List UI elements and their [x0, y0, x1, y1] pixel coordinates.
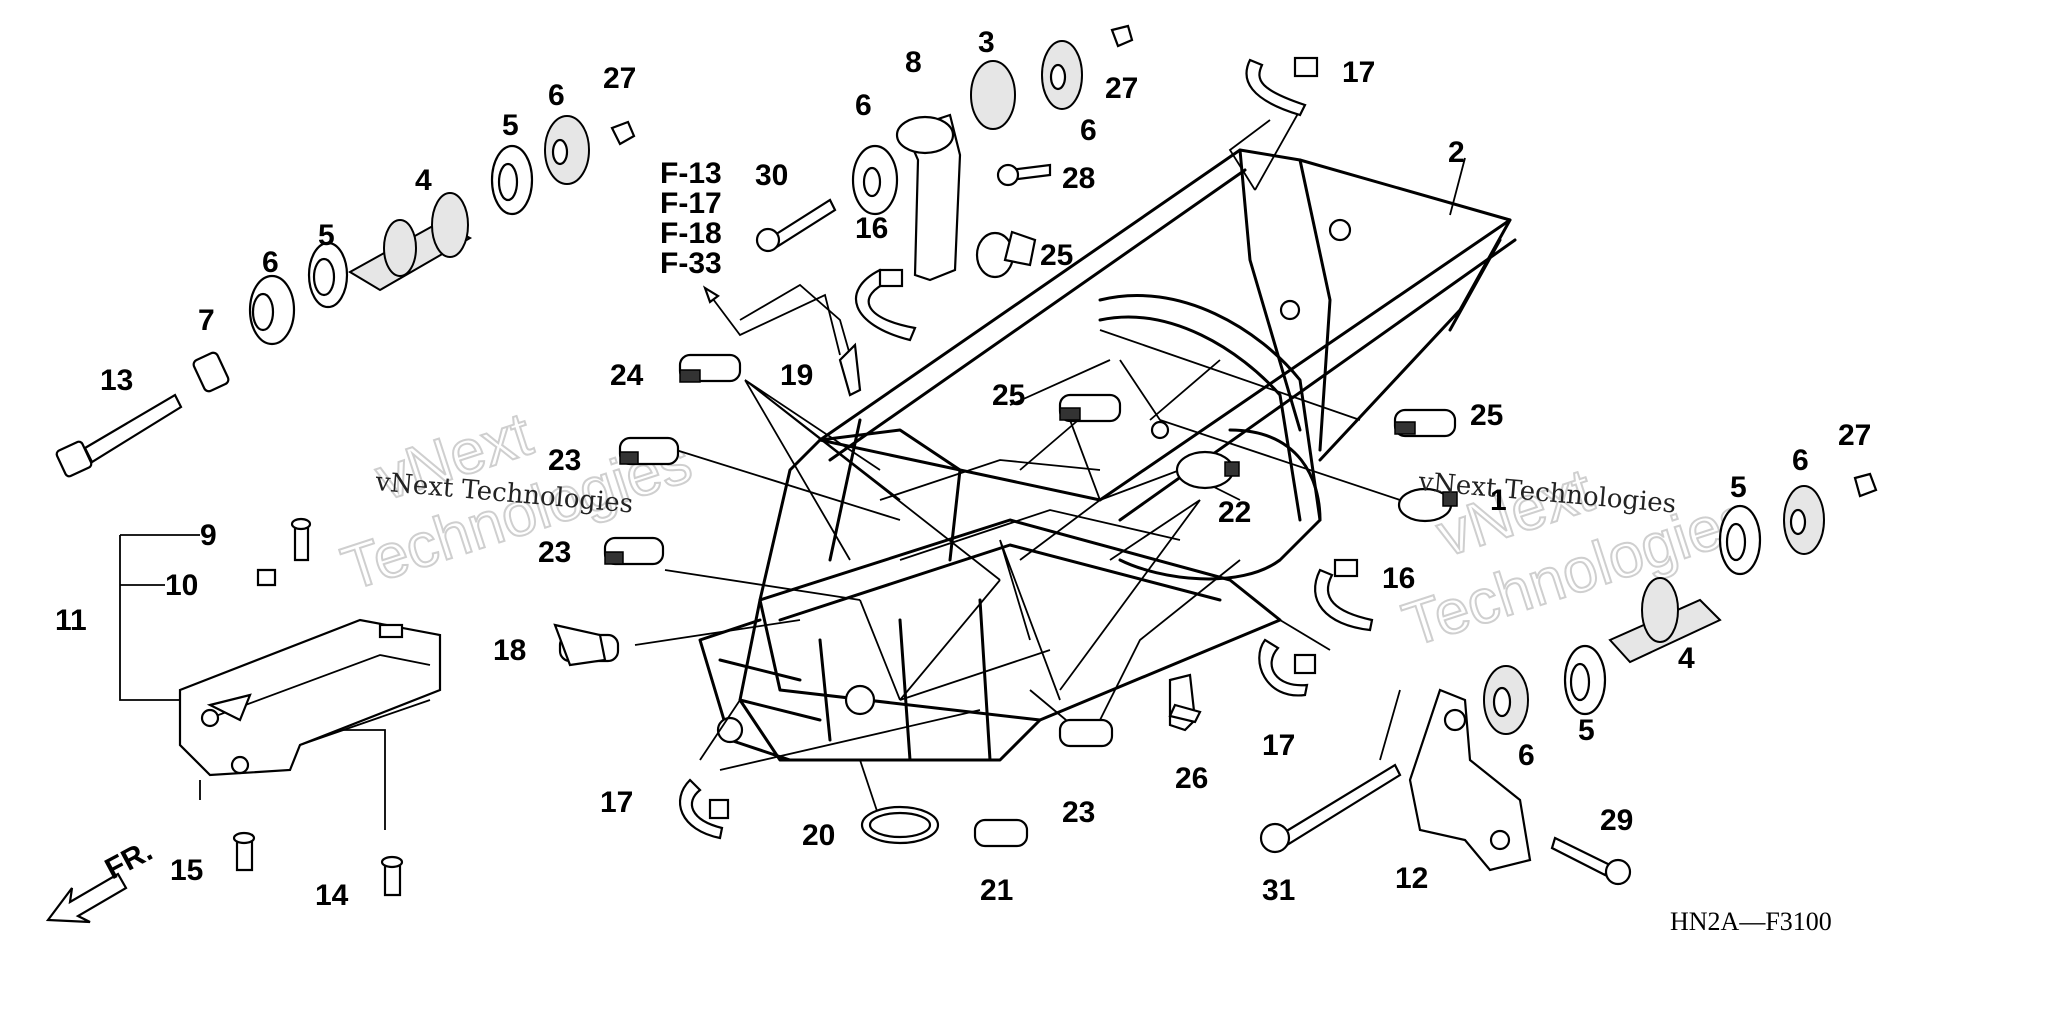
diagram-code: HN2A—F3100: [1670, 907, 1832, 936]
callout-23c: 23: [1062, 796, 1095, 829]
callout-2: 2: [1448, 136, 1465, 169]
callout-17a: 17: [1342, 56, 1375, 89]
callout-16b: 16: [1382, 562, 1415, 595]
callout-5b: 5: [502, 109, 519, 142]
callout-26: 26: [1175, 762, 1208, 795]
callout-10: 10: [165, 569, 198, 602]
callout-5a: 5: [318, 219, 335, 252]
callout-4b: 4: [1678, 642, 1695, 675]
ref-label-2: F-18: [660, 217, 722, 250]
callout-1: 1: [1490, 484, 1507, 517]
callout-25c: 25: [1470, 399, 1503, 432]
callout-5c: 5: [1578, 714, 1595, 747]
skid-plate: [178, 517, 442, 897]
callout-18: 18: [493, 634, 526, 667]
callout-19: 19: [780, 359, 813, 392]
callout-5d: 5: [1730, 471, 1747, 504]
callout-17b: 17: [1262, 729, 1295, 762]
callout-6c: 6: [855, 89, 872, 122]
reference-labels: F-13 F-17 F-18 F-33: [660, 157, 841, 356]
callout-20: 20: [802, 819, 835, 852]
callout-27b: 27: [1105, 72, 1138, 105]
callout-15: 15: [170, 854, 203, 887]
ref-label-3: F-33: [660, 247, 722, 280]
callout-4a: 4: [415, 164, 432, 197]
callout-12: 12: [1395, 862, 1428, 895]
right-axle-assembly: [1259, 472, 1878, 886]
callout-3: 3: [978, 26, 995, 59]
callout-23a: 23: [548, 444, 581, 477]
callout-13: 13: [100, 364, 133, 397]
callout-27c: 27: [1838, 419, 1871, 452]
callout-11: 11: [55, 604, 87, 637]
clamps: [553, 56, 1458, 848]
frame-assembly: [698, 148, 1517, 762]
callout-28: 28: [1062, 162, 1095, 195]
callout-6f: 6: [1792, 444, 1809, 477]
callout-16a: 16: [855, 212, 888, 245]
callout-31: 31: [1262, 874, 1295, 907]
callout-24: 24: [610, 359, 644, 392]
callout-6d: 6: [1080, 114, 1097, 147]
callout-21: 21: [980, 874, 1013, 907]
callout-6e: 6: [1518, 739, 1535, 772]
leader-lines: [119, 109, 1466, 830]
callout-25a: 25: [1040, 239, 1073, 272]
left-axle-assembly: [55, 115, 636, 478]
callout-27a: 27: [603, 62, 636, 95]
callout-9: 9: [200, 519, 217, 552]
callout-8: 8: [905, 46, 922, 79]
callout-6b: 6: [548, 79, 565, 112]
ref-label-0: F-13: [660, 157, 722, 190]
callout-6a: 6: [262, 246, 279, 279]
callout-22: 22: [1218, 496, 1251, 529]
callout-7: 7: [198, 304, 215, 337]
callout-14: 14: [315, 879, 349, 912]
ref-label-1: F-17: [660, 187, 722, 220]
callout-17c: 17: [600, 786, 633, 819]
callouts: 1 2 3 4 4 5 5 5 5 6 6 6 6 6 6 7 8 9 10 1…: [55, 26, 1871, 912]
upper-middle-parts: [755, 24, 1134, 397]
callout-29: 29: [1600, 804, 1633, 837]
callout-30: 30: [755, 159, 788, 192]
callout-25b: 25: [992, 379, 1025, 412]
callout-23b: 23: [538, 536, 571, 569]
front-arrow-icon: FR.: [45, 834, 158, 924]
